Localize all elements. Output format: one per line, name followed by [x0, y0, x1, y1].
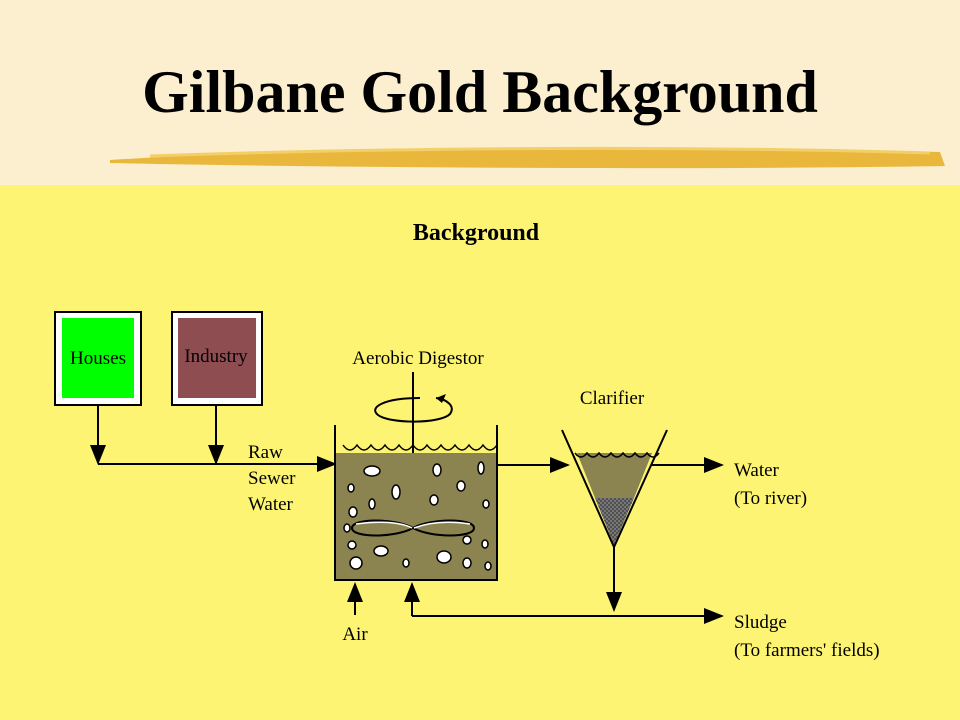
slide-header: Gilbane Gold Background — [0, 0, 960, 185]
industry-source: Industry — [171, 311, 263, 406]
svg-text:Sludge: Sludge — [734, 612, 787, 633]
diagram-panel: Background Houses Industry Raw Sewer Wat… — [0, 185, 960, 720]
raw-sewer-water-label: Raw Sewer Water — [248, 442, 296, 515]
slide-title: Gilbane Gold Background — [142, 59, 818, 125]
aerobic-digestor-tank — [334, 425, 498, 581]
svg-text:Raw: Raw — [248, 442, 283, 463]
clarifier-cone — [561, 429, 668, 550]
houses-source: Houses — [54, 311, 142, 406]
wastewater-process-diagram: Background Houses Industry Raw Sewer Wat… — [54, 220, 880, 661]
industry-label: Industry — [184, 346, 248, 367]
svg-text:(To farmers' fields): (To farmers' fields) — [734, 640, 880, 661]
svg-text:Sewer: Sewer — [248, 468, 296, 489]
aerobic-digestor-label: Aerobic Digestor — [352, 348, 484, 369]
air-label: Air — [342, 624, 368, 645]
sludge-output-label: Sludge (To farmers' fields) — [734, 612, 880, 661]
process-flow-arrows — [347, 457, 724, 624]
air-bubbles — [343, 461, 492, 571]
sewer-flow-arrows — [90, 405, 337, 472]
svg-text:Water: Water — [248, 494, 294, 515]
svg-text:(To river): (To river) — [734, 488, 807, 509]
svg-text:Water: Water — [734, 460, 780, 481]
gold-brush-underline — [110, 146, 945, 169]
diagram-heading: Background — [413, 220, 540, 246]
water-output-label: Water (To river) — [734, 460, 807, 509]
houses-label: Houses — [70, 348, 126, 369]
clarifier-label: Clarifier — [580, 388, 645, 409]
mixer-blades — [350, 519, 476, 537]
